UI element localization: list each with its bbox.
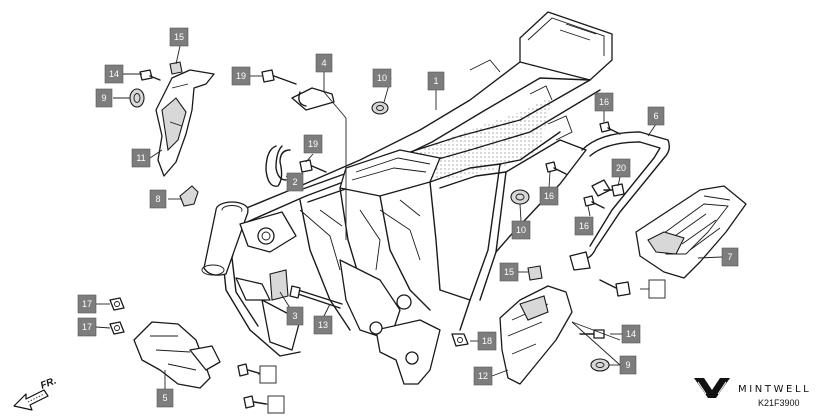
reference-box-lower-b	[267, 395, 285, 414]
svg-text:15: 15	[504, 267, 514, 277]
callout-17b: 17	[77, 317, 97, 337]
svg-text:11: 11	[136, 153, 145, 163]
callout-17a: 17	[77, 294, 97, 314]
callout-15b: 15	[499, 262, 519, 282]
part-6-grab-rail	[569, 131, 671, 271]
svg-text:18: 18	[482, 336, 492, 346]
svg-text:4: 4	[321, 58, 326, 68]
lower-bolts	[237, 279, 631, 409]
callout-6: 6	[647, 106, 665, 126]
svg-text:16: 16	[544, 191, 554, 201]
part-9-grommet-left	[129, 88, 145, 108]
callout-13: 13	[313, 315, 333, 335]
callout-20: 20	[611, 158, 631, 178]
svg-text:20: 20	[616, 163, 626, 173]
front-direction-arrow: FR.	[13, 376, 58, 411]
callout-7: 7	[721, 247, 739, 267]
svg-text:14: 14	[109, 69, 119, 79]
reference-box-right	[648, 279, 666, 299]
brand-name: MINTWELL	[738, 384, 811, 395]
reference-boxes	[259, 279, 666, 414]
svg-text:7: 7	[727, 252, 732, 262]
part-2-clamp	[265, 145, 291, 187]
callout-4: 4	[315, 53, 333, 73]
svg-text:19: 19	[236, 71, 246, 81]
callout-11: 11	[131, 148, 151, 168]
part-3-pad	[269, 269, 289, 301]
svg-text:9: 9	[625, 360, 630, 370]
svg-text:15: 15	[174, 32, 184, 42]
main-frame	[201, 11, 613, 385]
callout-10a: 10	[372, 68, 392, 88]
part-5-side-cover	[133, 321, 221, 389]
svg-text:12: 12	[478, 371, 488, 381]
part-15-clip-right	[527, 265, 543, 281]
leader-lines	[95, 45, 723, 405]
svg-text:10: 10	[516, 225, 526, 235]
part-4-bracket	[291, 87, 335, 111]
callout-16b: 16	[539, 186, 559, 206]
svg-text:16: 16	[599, 97, 609, 107]
svg-text:6: 6	[653, 111, 658, 121]
arrow-left-icon	[13, 389, 49, 411]
svg-text:17: 17	[82, 299, 92, 309]
callout-9a: 9	[95, 88, 113, 108]
callout-1: 1	[427, 71, 445, 91]
callout-10b: 10	[511, 220, 531, 240]
callout-5: 5	[156, 388, 174, 408]
callout-14a: 14	[104, 64, 124, 84]
part-8-clip	[179, 185, 199, 207]
callout-16c: 16	[574, 216, 594, 236]
part-13-bolt	[289, 285, 343, 309]
svg-text:10: 10	[377, 73, 387, 83]
svg-text:19: 19	[308, 139, 318, 149]
front-direction-label: FR.	[39, 376, 58, 392]
part-12-side-cover	[499, 285, 573, 385]
svg-text:8: 8	[155, 194, 160, 204]
callout-8: 8	[149, 189, 167, 209]
brand-logo-icon	[694, 378, 730, 398]
svg-text:1: 1	[433, 76, 438, 86]
callout-9b: 9	[619, 355, 637, 375]
callout-19b: 19	[303, 134, 323, 154]
callout-2: 2	[286, 172, 304, 192]
part-14-bolt-right	[579, 329, 605, 339]
svg-text:13: 13	[318, 320, 328, 330]
part-18-nut	[451, 333, 469, 347]
callout-14b: 14	[621, 324, 641, 344]
callout-19a: 19	[231, 66, 251, 86]
part-16-bolts	[545, 121, 621, 209]
callout-3: 3	[286, 306, 304, 326]
part-11-front-cover	[155, 69, 215, 177]
brand-watermark: MINTWELL	[694, 378, 811, 398]
svg-text:2: 2	[292, 177, 297, 187]
part-10-grommet-top	[371, 101, 389, 115]
reference-box-lower-a	[259, 365, 277, 384]
callout-16a: 16	[594, 92, 614, 112]
svg-text:14: 14	[626, 329, 636, 339]
callout-15a: 15	[169, 27, 189, 47]
callout-12: 12	[473, 366, 493, 386]
svg-text:17: 17	[82, 322, 92, 332]
part-7-carrier	[635, 185, 747, 279]
drawing-code: K21F3900	[758, 398, 800, 408]
svg-text:16: 16	[579, 221, 589, 231]
part-17-nuts	[109, 297, 125, 335]
callout-18: 18	[477, 331, 497, 351]
part-19-bolts	[261, 69, 327, 173]
part-9-grommet-right	[590, 358, 610, 372]
svg-text:3: 3	[292, 311, 297, 321]
svg-text:9: 9	[101, 93, 106, 103]
part-14-bolt-top	[139, 69, 161, 81]
part-10-grommet-mid	[510, 189, 530, 205]
svg-text:5: 5	[162, 393, 167, 403]
